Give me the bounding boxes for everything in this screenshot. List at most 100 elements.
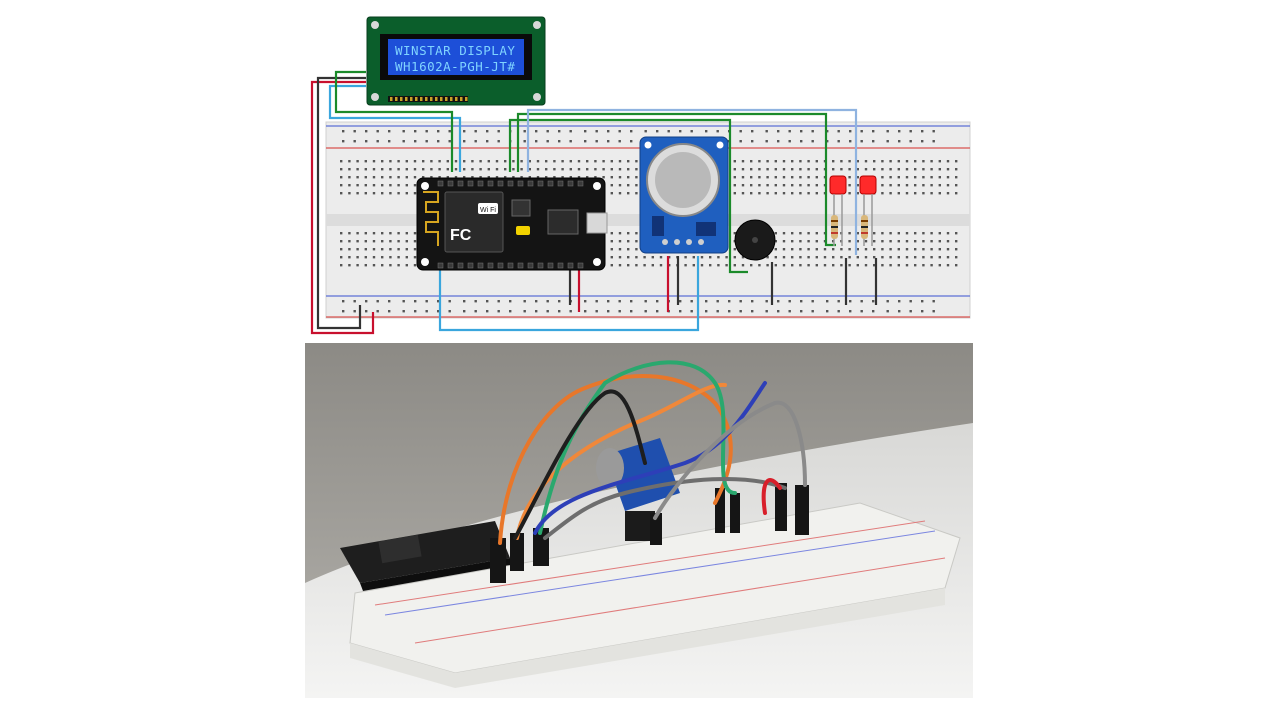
breadboard-hole (474, 130, 477, 133)
breadboard-hole (774, 240, 777, 243)
breadboard-hole (644, 300, 647, 303)
breadboard-hole (618, 176, 622, 179)
breadboard-hole (751, 300, 754, 303)
breadboard-hole (495, 168, 499, 171)
breadboard-hole (946, 248, 950, 251)
breadboard-hole (922, 192, 925, 195)
breadboard-hole (840, 168, 843, 171)
breadboard-hole (807, 240, 810, 243)
lcd-pin (420, 97, 423, 101)
breadboard-hole (823, 264, 827, 267)
breadboard-hole (402, 130, 405, 133)
breadboard-hole (741, 192, 745, 195)
breadboard-hole (348, 192, 351, 195)
breadboard-hole (791, 248, 794, 251)
breadboard-hole (889, 256, 892, 259)
breadboard-hole (777, 310, 780, 313)
breadboard-hole (595, 130, 598, 133)
breadboard-hole (938, 248, 941, 251)
wire-black (513, 389, 647, 540)
breadboard-hole (856, 192, 859, 195)
breadboard-hole (474, 140, 477, 143)
breadboard-hole (837, 140, 840, 143)
breadboard-hole (497, 130, 500, 133)
breadboard-hole (584, 140, 587, 143)
breadboard-hole (791, 160, 794, 163)
breadboard-hole (643, 264, 646, 267)
breadboard-hole (463, 300, 466, 303)
breadboard-hole (856, 176, 859, 179)
breadboard-hole (946, 176, 950, 179)
breadboard-hole (741, 264, 745, 267)
esp-pin (547, 180, 554, 187)
breadboard-hole (402, 300, 405, 303)
breadboard-hole (509, 300, 512, 303)
breadboard-hole (356, 256, 359, 259)
breadboard-hole (938, 264, 941, 267)
breadboard-hole (569, 160, 572, 163)
breadboard-hole (602, 176, 605, 179)
esp-pin (467, 180, 474, 187)
breadboard-hole (594, 160, 597, 163)
breadboard-hole (679, 130, 682, 133)
wire-lightblue-led (526, 108, 858, 255)
breadboard-hole (889, 168, 892, 171)
breadboard-hole (826, 300, 829, 303)
breadboard-hole (381, 240, 384, 243)
breadboard-hole (873, 160, 876, 163)
breadboard-hole (389, 232, 392, 235)
breadboard-hole (807, 160, 810, 163)
esp-pin-headers (437, 180, 584, 269)
breadboard-hole (849, 300, 852, 303)
breadboard-hole (561, 160, 564, 163)
lcd-pin (445, 97, 448, 101)
breadboard-hole (914, 168, 917, 171)
breadboard-hole (955, 176, 958, 179)
breadboard-hole (791, 192, 794, 195)
breadboard-hole (348, 184, 351, 187)
esp-pin (537, 180, 544, 187)
breadboard-hole (938, 168, 941, 171)
breadboard-hole (799, 192, 802, 195)
breadboard-hole (800, 130, 803, 133)
breadboard-hole (413, 232, 417, 235)
breadboard-hole (955, 168, 958, 171)
breadboard-hole (930, 160, 933, 163)
breadboard-hole (750, 160, 753, 163)
breadboard-hole (889, 184, 892, 187)
breadboard-hole (782, 240, 786, 243)
breadboard-hole (840, 264, 843, 267)
breadboard-hole (905, 232, 909, 235)
breadboard-hole (627, 240, 630, 243)
breadboard-hole (758, 192, 761, 195)
breadboard-hole (955, 160, 958, 163)
breadboard-hole (849, 130, 852, 133)
breadboard-hole (791, 184, 794, 187)
breadboard-hole (922, 176, 925, 179)
breadboard-hole (364, 184, 367, 187)
breadboard-hole (898, 310, 901, 313)
breadboard-hole (873, 256, 876, 259)
breadboard-hole (356, 248, 359, 251)
breadboard-hole (848, 256, 851, 259)
breadboard-hole (618, 192, 622, 195)
breadboard-hole (741, 160, 745, 163)
breadboard-hole (342, 140, 345, 143)
breadboard-hole (914, 264, 917, 267)
breadboard-hole (364, 264, 367, 267)
breadboard-hole (716, 130, 719, 133)
breadboard-hole (938, 192, 941, 195)
breadboard-hole (586, 168, 589, 171)
breadboard-hole (512, 176, 515, 179)
esp-pin (447, 180, 454, 187)
breadboard-hole (905, 168, 909, 171)
breadboard-hole (832, 264, 835, 267)
breadboard-hole (881, 264, 884, 267)
lcd-pin (410, 97, 413, 101)
breadboard-hole (758, 168, 761, 171)
esp-pin (557, 262, 564, 269)
breadboard-hole (788, 130, 791, 133)
breadboard-hole (860, 140, 863, 143)
breadboard-hole (932, 140, 935, 143)
breadboard-hole (774, 264, 777, 267)
